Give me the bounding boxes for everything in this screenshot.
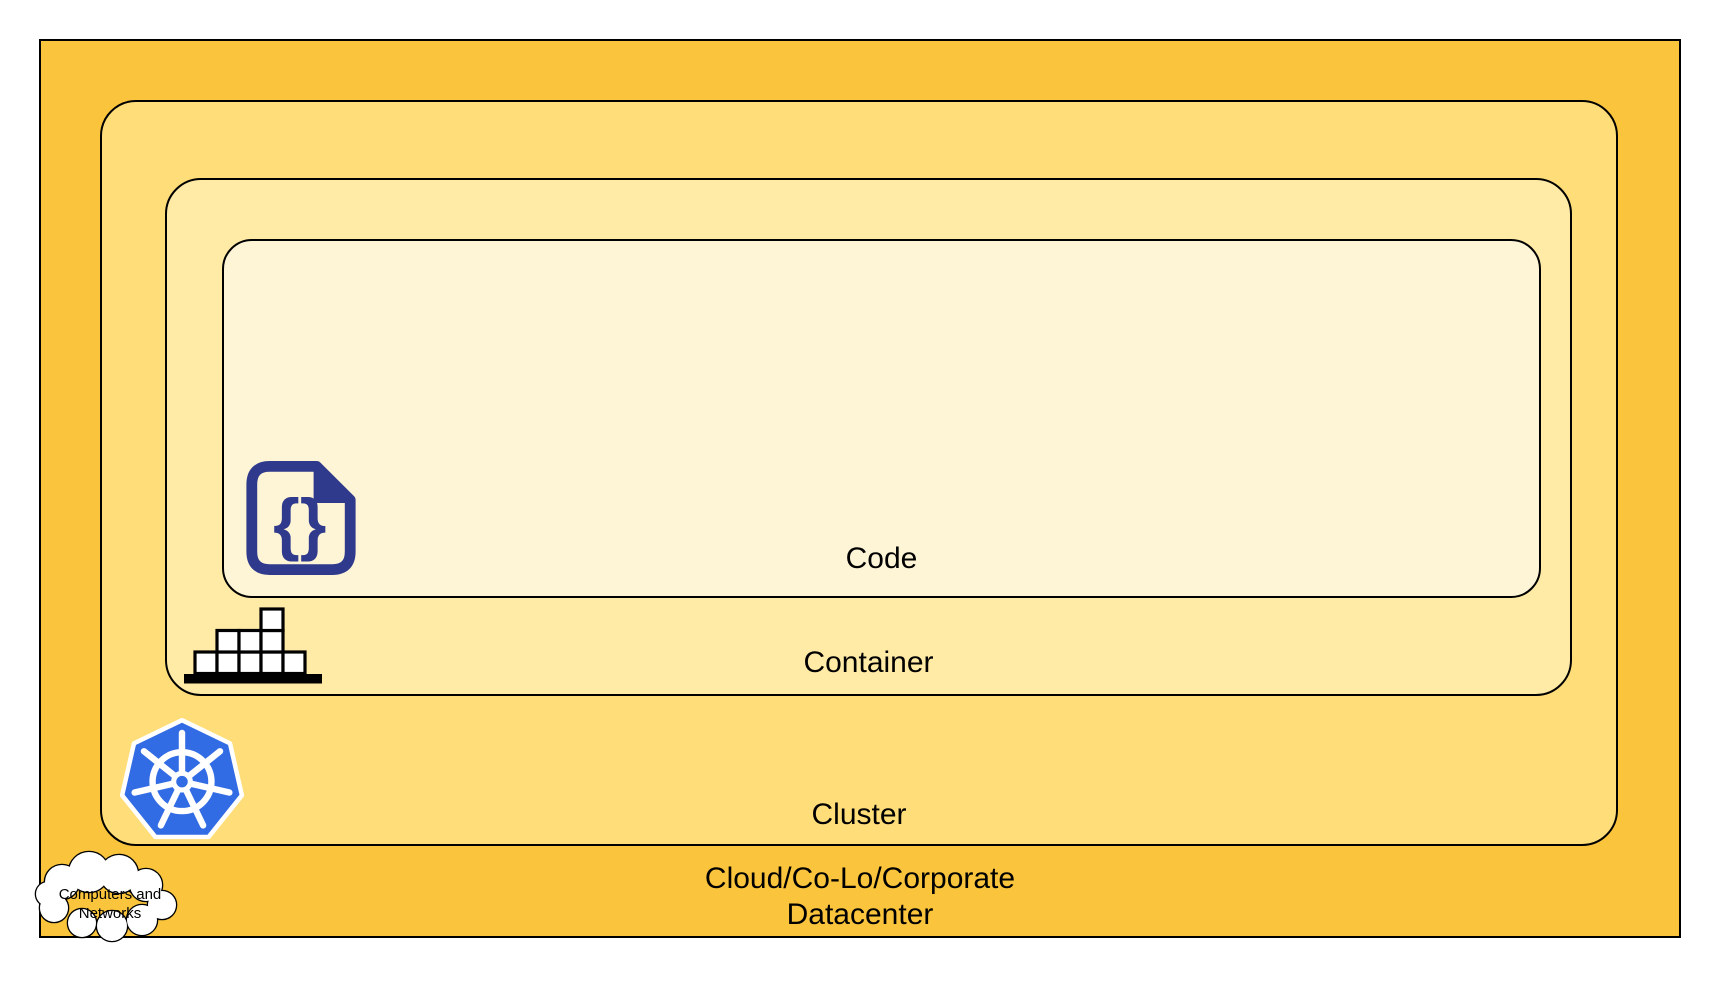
cloud-label-line2: Networks (79, 905, 142, 922)
datacenter-label: Cloud/Co-Lo/Corporate Datacenter (41, 861, 1679, 933)
layer-code: {} Code (222, 239, 1541, 598)
code-label: Code (845, 542, 918, 575)
kubernetes-wheel-hub (171, 770, 193, 793)
cluster-label: Cluster (811, 798, 907, 831)
brick-base-bar (184, 674, 322, 684)
layer-container: {} Code (165, 178, 1572, 696)
code-file-icon: {} (246, 461, 356, 575)
code-braces-glyph: {} (273, 486, 326, 562)
container-bricks-icon (184, 607, 322, 684)
layer-cluster: {} Code (100, 100, 1618, 846)
datacenter-label-line1: Cloud/Co-Lo/Corporate (704, 862, 1016, 895)
kubernetes-icon (119, 717, 245, 840)
container-label: Container (803, 646, 934, 679)
cloud-icon: Computers and Networks (34, 850, 178, 943)
layer-datacenter: {} Code (39, 39, 1681, 938)
cloud-label-line1: Computers and (59, 886, 162, 903)
datacenter-label-line2: Datacenter (786, 898, 934, 931)
